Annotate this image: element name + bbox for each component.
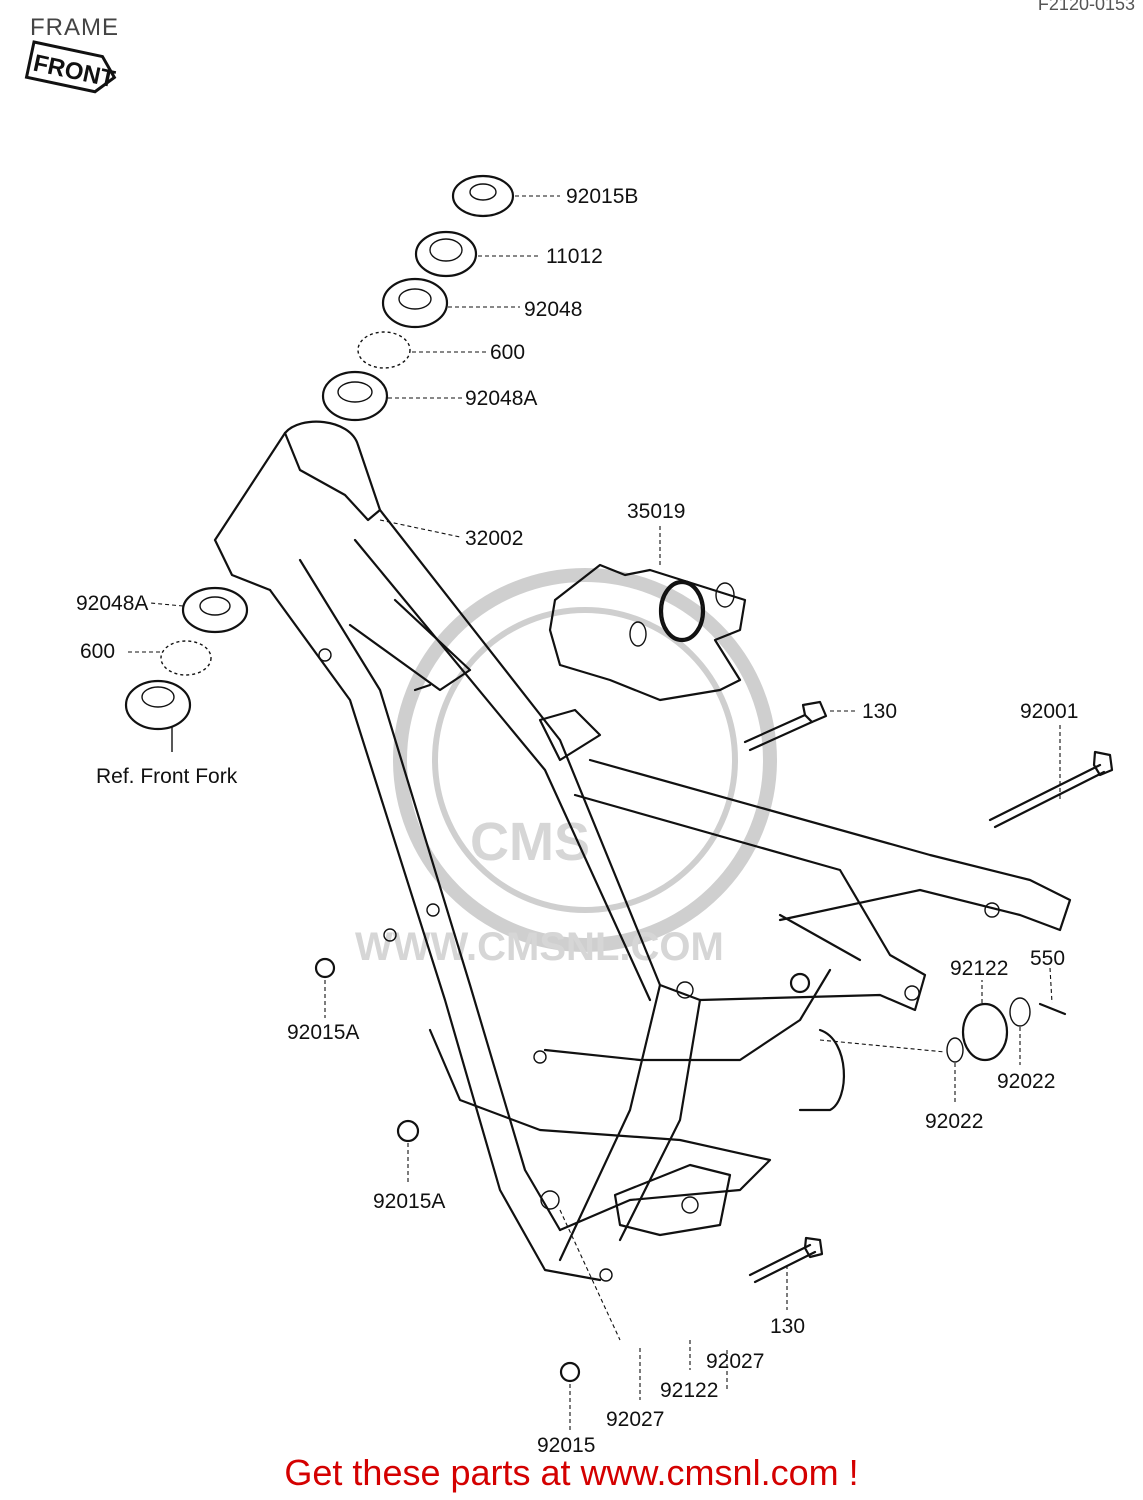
- page-title: FRAME: [30, 14, 119, 41]
- label-ref-front-fork: Ref. Front Fork: [96, 765, 238, 788]
- diagram-code: F2120-0153: [1037, 0, 1135, 14]
- bolt-92001: [988, 750, 1114, 829]
- rubber-mount-bottom: [629, 579, 824, 1284]
- lower-bearing-stack: [124, 586, 249, 752]
- label-600-top: 600: [490, 341, 525, 364]
- watermark-url: WWW.CMSNL.COM: [355, 925, 724, 969]
- watermark-brand: CMS: [470, 812, 590, 872]
- label-92048A-top: 92048A: [465, 387, 537, 410]
- leader-lines: [128, 195, 1061, 1430]
- nut-icons: [314, 957, 811, 1383]
- label-92122-bottom: 92122: [660, 1379, 718, 1402]
- label-130-bottom: 130: [770, 1315, 805, 1338]
- steering-bearing-stack: [321, 174, 515, 422]
- label-92048A-left: 92048A: [76, 592, 148, 615]
- label-92027-right: 92027: [706, 1350, 764, 1373]
- label-550: 550: [1030, 947, 1065, 970]
- label-11012: 11012: [546, 245, 603, 268]
- label-92048: 92048: [524, 298, 582, 321]
- bolt-130-top: [743, 700, 828, 752]
- label-130-top: 130: [862, 700, 897, 723]
- main-frame: [213, 420, 1072, 1282]
- rubber-mount-right: [946, 997, 1067, 1063]
- label-92022-center: 92022: [925, 1110, 983, 1133]
- label-92122-right: 92122: [950, 957, 1008, 980]
- label-92015B: 92015B: [566, 185, 638, 208]
- footer-cta-link[interactable]: Get these parts at www.cmsnl.com !: [284, 1452, 859, 1493]
- cms-watermark: CMS WWW.CMSNL.COM: [355, 568, 777, 969]
- part-labels: 92015B 11012 92048 600 92048A 35019 3200…: [76, 185, 1078, 1457]
- label-92022-right: 92022: [997, 1070, 1055, 1093]
- label-92015: 92015: [537, 1434, 595, 1457]
- label-92015A-upper: 92015A: [287, 1021, 359, 1044]
- label-32002: 32002: [465, 527, 523, 550]
- front-arrow-icon: FRONT: [24, 40, 118, 94]
- label-92015A-lower: 92015A: [373, 1190, 445, 1213]
- label-35019: 35019: [627, 500, 685, 523]
- label-600-left: 600: [80, 640, 115, 663]
- label-92027-bottom: 92027: [606, 1408, 664, 1431]
- label-92001: 92001: [1020, 700, 1078, 723]
- frame-cover-35019: [548, 563, 747, 702]
